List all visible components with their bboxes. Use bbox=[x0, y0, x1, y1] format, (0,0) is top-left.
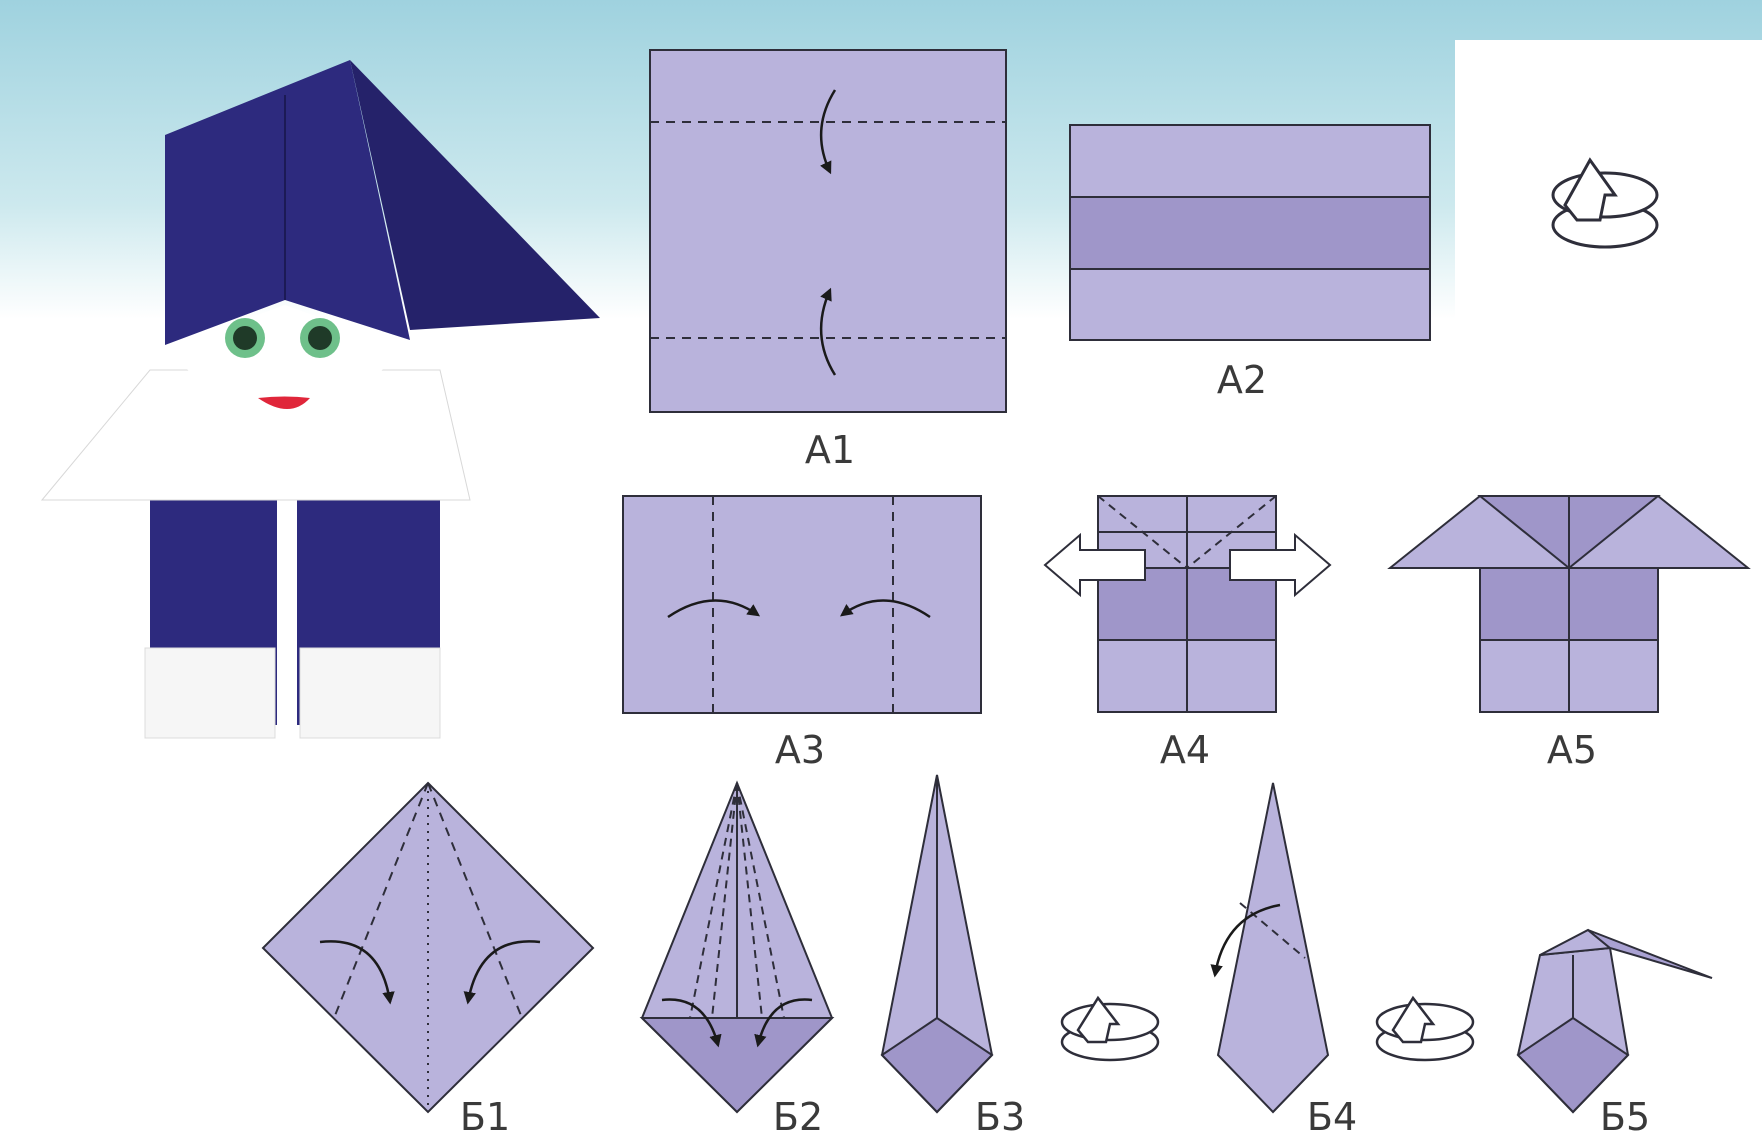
gnome-collar bbox=[40, 369, 471, 501]
step-b2-label: Б2 bbox=[773, 1095, 823, 1139]
pull-arrow-right bbox=[1229, 532, 1332, 598]
step-b5-label: Б5 bbox=[1600, 1095, 1650, 1139]
step-b4-diagram bbox=[1210, 782, 1330, 1114]
step-a5-diagram bbox=[1387, 495, 1751, 713]
step-a4-diagram bbox=[1043, 495, 1332, 713]
pull-arrow-left bbox=[1043, 532, 1146, 598]
step-b4-label: Б4 bbox=[1307, 1095, 1357, 1139]
turn-over-icon bbox=[1375, 995, 1475, 1062]
step-a5-label: A5 bbox=[1547, 728, 1597, 772]
step-b1-label: Б1 bbox=[460, 1095, 510, 1139]
step-a2-label: A2 bbox=[1217, 358, 1267, 402]
step-b3-diagram bbox=[880, 774, 994, 1114]
step-a1-diagram bbox=[649, 49, 1007, 413]
gnome-cuff-left bbox=[144, 647, 276, 739]
step-b2-diagram bbox=[639, 780, 835, 1114]
gnome-face bbox=[160, 305, 410, 440]
step-a2-diagram bbox=[1069, 124, 1431, 341]
step-b1-diagram bbox=[261, 781, 595, 1114]
finished-gnome-model bbox=[40, 60, 600, 739]
step-a3-diagram bbox=[622, 495, 982, 714]
gnome-mouth bbox=[258, 396, 310, 409]
gnome-hat bbox=[165, 60, 410, 345]
step-a4-label: A4 bbox=[1160, 728, 1210, 772]
gnome-hat-tip bbox=[350, 60, 600, 330]
turn-over-icon bbox=[1551, 157, 1659, 249]
step-a1-label: A1 bbox=[805, 428, 855, 472]
step-b5-diagram bbox=[1516, 928, 1713, 1114]
turn-over-icon bbox=[1060, 995, 1160, 1062]
step-b3-label: Б3 bbox=[975, 1095, 1025, 1139]
gnome-coat-placket bbox=[277, 490, 297, 735]
gnome-cuff-right bbox=[299, 647, 441, 739]
step-a3-label: A3 bbox=[775, 728, 825, 772]
